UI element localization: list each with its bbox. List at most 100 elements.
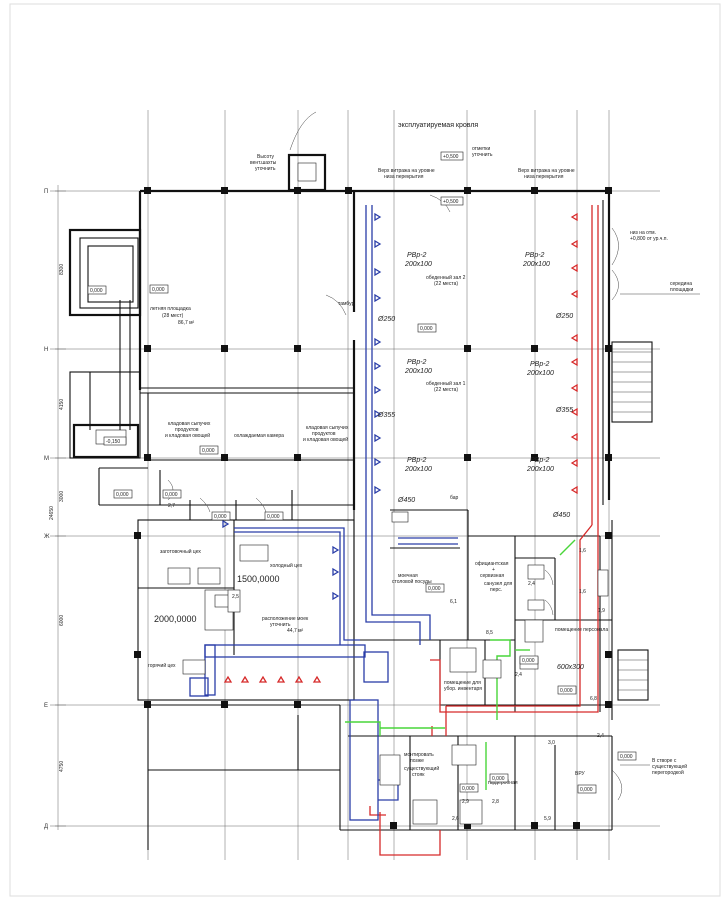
room-prep-shop: заготовочный цех: [160, 548, 201, 555]
elevation-mark: 0,000: [152, 287, 165, 293]
duct-grille-label: РВр-2: [407, 359, 427, 366]
svg-text:вент.шахты: вент.шахты: [250, 160, 277, 166]
duct-diameter-label: Ø250: [555, 313, 573, 320]
duct-diameter-label: Ø355: [555, 407, 573, 414]
room-cooled-chamber: охлаждаемая камера: [234, 433, 284, 439]
svg-text:86,7 м²: 86,7 м²: [178, 320, 195, 326]
note-existing-riser: существующий: [404, 765, 439, 772]
svg-text:200х100: 200х100: [404, 466, 432, 473]
svg-text:24650: 24650: [49, 506, 55, 520]
axis-label: Е: [44, 703, 48, 709]
svg-text:существующей: существующей: [652, 763, 687, 770]
svg-text:стояк: стояк: [412, 772, 425, 778]
svg-text:низа перекрытия: низа перекрытия: [384, 174, 424, 180]
room-vestibule: тамбур: [338, 301, 355, 307]
elevation-mark: 0,000: [580, 787, 593, 793]
svg-text:200х100: 200х100: [526, 370, 554, 377]
axis-label: Ж: [44, 534, 50, 540]
elevation-mark: 0,000: [202, 448, 215, 454]
svg-text:(22 места): (22 места): [434, 281, 458, 287]
svg-text:убор. инвентаря: убор. инвентаря: [444, 686, 482, 692]
elevation-mark: 0,000: [420, 326, 433, 332]
svg-text:уточнить: уточнить: [255, 166, 276, 172]
svg-text:продуктов: продуктов: [312, 431, 336, 437]
svg-text:(28 мест): (28 мест): [162, 313, 184, 319]
room-vru: ВРУ: [575, 771, 586, 777]
svg-text:200х100: 200х100: [522, 261, 550, 268]
grid-lines: [50, 110, 660, 860]
note-vent-shaft: Высоту: [257, 154, 275, 160]
svg-text:44,7 м²: 44,7 м²: [287, 628, 304, 634]
elevation-mark: 0,000: [620, 754, 633, 760]
note-operated-roof: эксплуатируемая кровля: [398, 122, 478, 129]
svg-text:позже: позже: [410, 758, 424, 764]
axis-label: П: [44, 189, 48, 195]
equipment-label-2000: 2000,0000: [154, 614, 197, 624]
svg-text:4750: 4750: [59, 761, 65, 772]
elevation-mark: 0,000: [492, 776, 505, 782]
grid-axis-markers: П Н М Ж Е Д: [44, 189, 50, 830]
svg-text:2,4: 2,4: [528, 581, 535, 587]
dimension-texts: 8300 4150 3000 24650 6000 4750: [49, 264, 65, 772]
note-elevation-clarify: отметки: [472, 146, 490, 152]
svg-text:1,6: 1,6: [579, 548, 586, 554]
svg-text:перегородкой: перегородкой: [652, 769, 684, 776]
duct-grille-label: РВр-2: [530, 457, 550, 464]
svg-text:2,4: 2,4: [597, 733, 604, 739]
room-wardrobe: гардеробная: [488, 780, 518, 786]
note-existing-partition: В створе с: [652, 758, 677, 764]
elevation-mark: -0,150: [106, 439, 120, 445]
svg-text:столовой посуды: столовой посуды: [392, 578, 432, 585]
svg-text:сервизная: сервизная: [480, 573, 504, 579]
duct-rect-label: 600х300: [557, 664, 584, 671]
room-staff: помещение персонала: [555, 627, 608, 633]
note-platform-middle: середина: [670, 281, 692, 287]
duct-diameter-label: Ø450: [397, 497, 415, 504]
svg-text:низа перекрытия: низа перекрытия: [524, 174, 564, 180]
svg-text:8300: 8300: [59, 264, 65, 275]
elevation-mark: 0,000: [90, 288, 103, 294]
room-dish-wash: моечная: [398, 573, 418, 579]
axis-label: Д: [44, 824, 48, 830]
duct-grille-label: РВр-2: [530, 361, 550, 368]
room-staff-wc: санузел для: [484, 581, 513, 587]
svg-text:2,8: 2,8: [492, 799, 499, 805]
elevation-mark: +0,500: [443, 199, 459, 205]
axis-label: Н: [44, 347, 48, 353]
svg-text:2,5: 2,5: [232, 594, 239, 600]
equipment-label-1500: 1500,0000: [237, 574, 280, 584]
svg-text:200х100: 200х100: [526, 466, 554, 473]
elevation-mark: +0,500: [443, 154, 459, 160]
room-waiter: официантская: [475, 561, 509, 567]
columns: [134, 187, 612, 829]
elevation-mark: 0,000: [428, 586, 441, 592]
duct-grille-label: РВр-2: [525, 252, 545, 259]
elevation-mark: 0,000: [462, 786, 475, 792]
svg-text:+: +: [492, 567, 495, 573]
svg-text:и кладовая овощей: и кладовая овощей: [303, 436, 348, 443]
svg-text:200х100: 200х100: [404, 368, 432, 375]
svg-text:продуктов: продуктов: [175, 427, 199, 433]
svg-text:1,9: 1,9: [598, 608, 605, 614]
svg-text:3000: 3000: [59, 491, 65, 502]
sheet-border: [9, 3, 721, 897]
svg-text:6000: 6000: [59, 615, 65, 626]
svg-text:+0,800 от ур.ч.п.: +0,800 от ур.ч.п.: [630, 236, 668, 242]
svg-text:1,6: 1,6: [579, 589, 586, 595]
blue-duct-network: [189, 205, 458, 821]
room-cold-shop: холодный цех: [270, 562, 303, 569]
room-bar: бар: [450, 495, 459, 501]
room-dining-2: обеденный зал 2: [426, 274, 466, 281]
room-storage-left: кладовая сыпучих: [168, 421, 211, 427]
svg-text:2,4: 2,4: [515, 672, 522, 678]
svg-text:200х100: 200х100: [404, 261, 432, 268]
room-hot-shop: горячий цех: [148, 662, 176, 669]
svg-text:4150: 4150: [59, 399, 65, 410]
duct-diameter-label: Ø450: [552, 512, 570, 519]
note-glazing-right: Верх витража на уровне: [518, 168, 575, 174]
duct-diameter-label: Ø355: [377, 412, 395, 419]
room-summer-terrace: летняя площадка: [150, 306, 191, 312]
svg-text:5,9: 5,9: [544, 816, 551, 822]
room-storage-right: кладовая сыпучих: [306, 425, 349, 431]
